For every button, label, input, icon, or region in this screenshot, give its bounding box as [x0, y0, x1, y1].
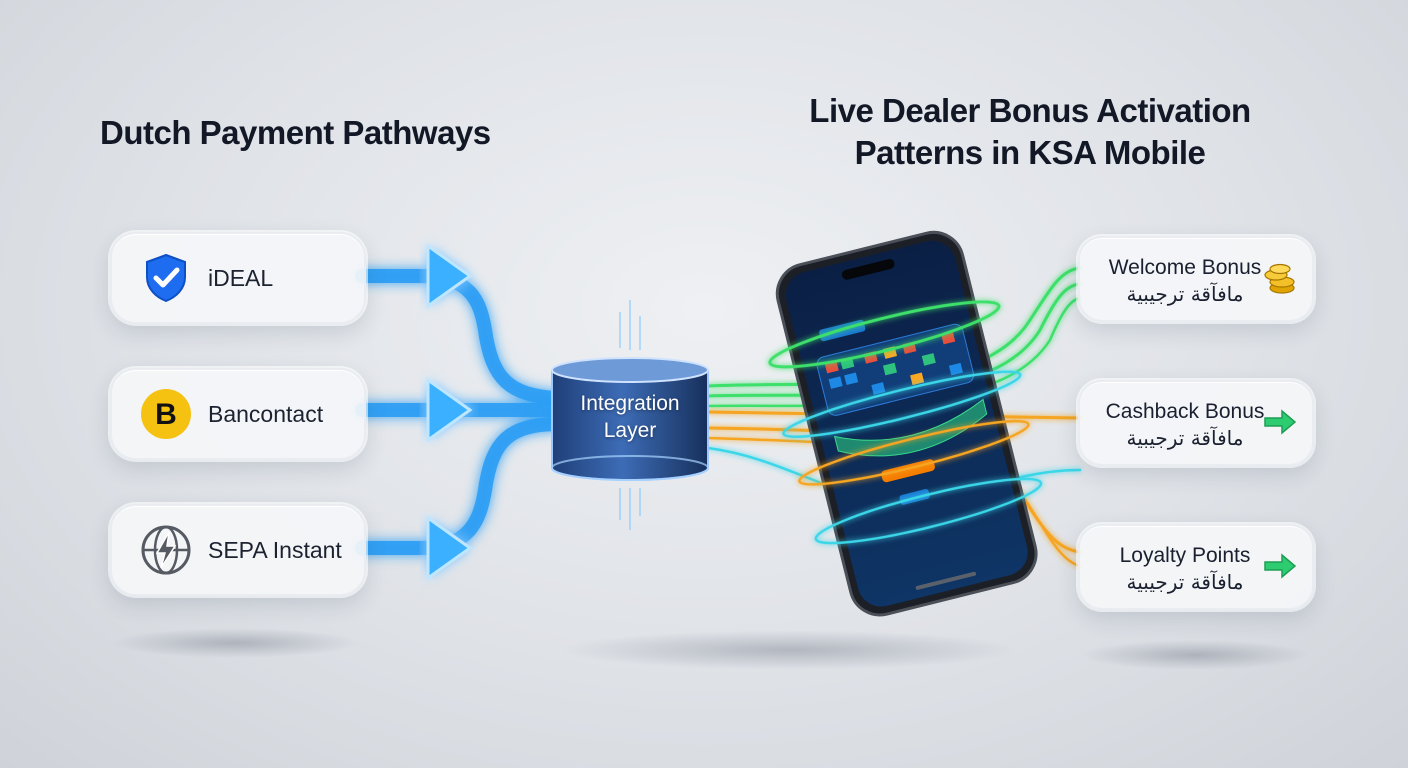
payment-arrowheads [426, 243, 473, 581]
integration-label-line-2: Layer [603, 419, 657, 442]
flow-ideal [355, 269, 563, 405]
shield-check-icon [146, 253, 186, 303]
payment-sepa: SEPA Instant [110, 504, 366, 596]
payment-label-bancontact: Bancontact [208, 401, 324, 427]
arrowhead-ideal [426, 243, 473, 309]
integration-layer: Integration Layer [552, 358, 708, 480]
bonus-loyalty: Loyalty Points مافآقة ترجيبية [1078, 524, 1314, 610]
integration-sparkles [619, 300, 641, 530]
arrowhead-sepa [426, 515, 473, 581]
green-arrow-icon [1264, 409, 1297, 435]
bonus-label-loyalty: Loyalty Points [1119, 544, 1251, 567]
gold-coins-icon [1264, 263, 1295, 294]
phone-notch [841, 259, 895, 280]
right-title-line-2: Patterns in KSA Mobile [854, 134, 1206, 171]
bancontact-b-icon: B [141, 389, 191, 439]
game-table [816, 319, 988, 505]
right-title-line-1: Live Dealer Bonus Activation [809, 92, 1251, 129]
integration-cylinder [551, 357, 709, 481]
bonus-welcome: Welcome Bonus مافآقة ترجيبية [1078, 236, 1314, 322]
payment-label-sepa: SEPA Instant [208, 537, 342, 563]
phone-glow-rings [768, 300, 1043, 545]
left-title: Dutch Payment Pathways [100, 114, 491, 151]
svg-text:B: B [155, 398, 177, 431]
payment-label-ideal: iDEAL [208, 265, 274, 291]
bonus-arabic-loyalty: مافآقة ترجيبية [1126, 570, 1244, 594]
bonus-label-welcome: Welcome Bonus [1108, 256, 1262, 279]
green-arrow-icon [1264, 553, 1297, 579]
arrowhead-bancontact [426, 377, 473, 443]
right-title: Live Dealer Bonus Activation Patterns in… [760, 90, 1300, 174]
integration-label-line-1: Integration [580, 392, 680, 415]
flow-sepa [355, 417, 563, 555]
bonus-arabic-welcome: مافآقة ترجيبية [1126, 282, 1244, 306]
globe-lightning-icon [141, 525, 191, 575]
bonus-label-cashback: Cashback Bonus [1105, 400, 1265, 423]
bonus-arabic-cashback: مافآقة ترجيبية [1126, 426, 1244, 450]
payment-ideal: iDEAL [110, 232, 366, 324]
bonus-cashback: Cashback Bonus مافآقة ترجيبية [1078, 380, 1314, 466]
payment-bancontact: B Bancontact [110, 368, 366, 460]
phone-mockup [768, 230, 1043, 617]
